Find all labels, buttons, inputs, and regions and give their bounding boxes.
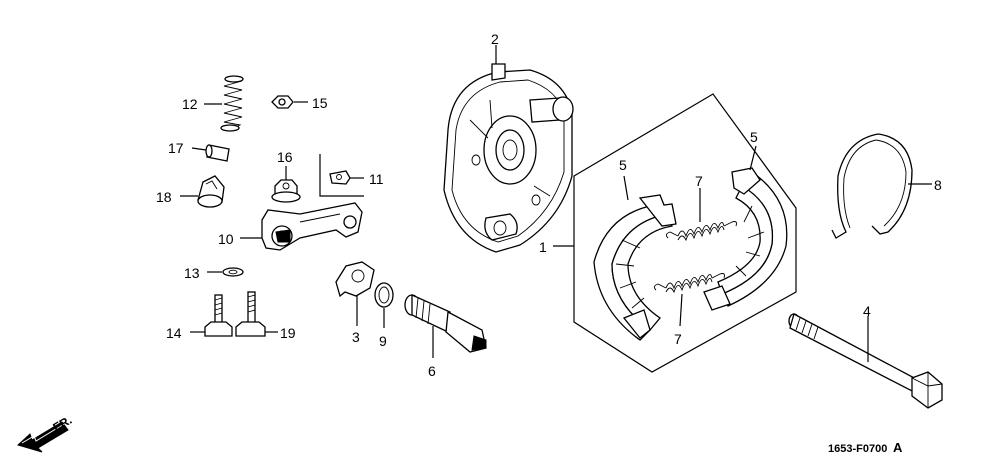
callout-3: 3 — [352, 329, 360, 345]
callout-15: 15 — [312, 95, 328, 111]
part-17-pin — [205, 144, 230, 162]
callout-7b: 7 — [674, 331, 682, 347]
part-16-nut — [271, 179, 301, 203]
leader-17 — [191, 147, 207, 151]
part-19-bolt — [235, 291, 266, 337]
callout-12: 12 — [182, 96, 198, 112]
part-15-nut — [271, 95, 294, 109]
leader-5b — [749, 145, 757, 171]
part-4-axle-bolt — [788, 313, 943, 409]
part-18-indicator — [197, 175, 225, 208]
leader-5a — [623, 175, 629, 201]
part-14-bolt — [204, 294, 233, 337]
callout-10: 10 — [218, 231, 234, 247]
part-6-brake-cam — [404, 293, 487, 353]
callout-5b: 5 — [750, 129, 758, 145]
bracket-11 — [319, 154, 364, 197]
callout-17: 17 — [168, 140, 184, 156]
front-direction-arrow-icon — [17, 421, 69, 453]
part-8-seal-ring — [831, 133, 913, 239]
callout-18: 18 — [156, 189, 172, 205]
part-10-brake-arm — [261, 202, 363, 251]
assembly-box-1 — [573, 93, 797, 373]
figure-suffix: A — [893, 440, 903, 455]
callout-13: 13 — [184, 265, 200, 281]
part-13-washer — [222, 267, 244, 277]
part-11-plate — [329, 170, 351, 185]
callout-1: 1 — [539, 239, 547, 255]
part-5-brake-shoe-right — [703, 167, 788, 311]
part-7-spring-lower — [653, 273, 725, 294]
callout-5a: 5 — [619, 157, 627, 173]
callout-8: 8 — [934, 177, 942, 193]
callout-14: 14 — [166, 325, 182, 341]
part-2-brake-panel — [443, 63, 574, 253]
callout-19: 19 — [280, 325, 296, 341]
leader-7b — [679, 293, 683, 327]
figure-code: 1653-F0700 — [828, 443, 887, 455]
callout-11: 11 — [369, 171, 384, 187]
callout-16: 16 — [277, 149, 293, 165]
part-7-spring-upper — [665, 221, 737, 242]
part-9-o-ring — [374, 282, 394, 308]
part-3-indicator-plate — [335, 261, 375, 298]
callout-6: 6 — [428, 363, 436, 379]
callout-7a: 7 — [695, 173, 703, 189]
callout-4: 4 — [863, 303, 871, 319]
part-12-spring — [220, 75, 244, 132]
part-5-brake-shoe-left — [593, 194, 677, 341]
callout-2: 2 — [491, 31, 499, 47]
callout-9: 9 — [379, 333, 387, 349]
